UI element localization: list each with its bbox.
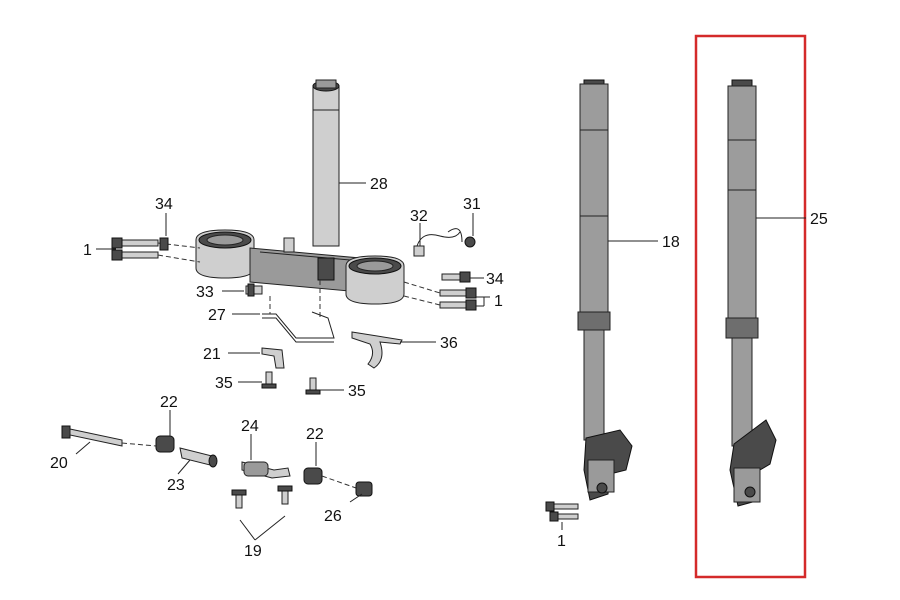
bolt-1-right	[403, 281, 477, 311]
bolt-1-left	[111, 237, 201, 263]
leader-lines	[75, 182, 806, 541]
callout-35: 35	[215, 375, 233, 392]
bolt-34-right	[441, 271, 471, 283]
upper-triple-clamp	[195, 229, 405, 305]
highlight-frame	[694, 34, 807, 579]
nut-26	[355, 481, 373, 497]
callout-18: 18	[662, 234, 680, 251]
callout-33: 33	[196, 284, 214, 301]
callout-19: 19	[244, 543, 262, 560]
callout-31: 31	[463, 196, 481, 213]
clip-32-31	[413, 228, 476, 257]
callout-27: 27	[208, 307, 226, 324]
bolts-19	[231, 485, 293, 509]
spacer-22-right	[303, 467, 357, 489]
bolt-33	[245, 283, 263, 297]
callout-32: 32	[410, 208, 428, 225]
callout-22: 22	[160, 394, 178, 411]
callout-28: 28	[370, 176, 388, 193]
spacer-22-left	[155, 435, 175, 453]
bracket-21	[261, 347, 285, 369]
callout-26: 26	[324, 508, 342, 525]
screws-35	[261, 371, 321, 395]
callout-1: 1	[494, 293, 503, 310]
bracket-36	[351, 331, 403, 369]
spacer-23	[179, 447, 218, 468]
callout-22: 22	[306, 426, 324, 443]
callout-1: 1	[83, 242, 92, 259]
callout-35: 35	[348, 383, 366, 400]
callout-34: 34	[155, 196, 173, 213]
callout-1: 1	[557, 533, 566, 550]
clamp-24	[241, 461, 291, 479]
callout-24: 24	[241, 418, 259, 435]
fork-leg-18	[577, 79, 633, 501]
callout-23: 23	[167, 477, 185, 494]
callout-36: 36	[440, 335, 458, 352]
callout-21: 21	[203, 346, 221, 363]
callout-34: 34	[486, 271, 504, 288]
callout-25: 25	[810, 211, 828, 228]
steering-stem-28	[312, 79, 340, 247]
callout-numbers: 34 1 28 32 31 34 33 1 27 36 21 35 35 22 …	[50, 176, 828, 560]
bolts-1-lower	[545, 501, 579, 522]
bracket-27	[262, 280, 335, 343]
fork-leg-25	[725, 79, 777, 507]
callout-20: 20	[50, 455, 68, 472]
axle-20	[61, 425, 157, 447]
washer-34-left	[159, 237, 169, 251]
